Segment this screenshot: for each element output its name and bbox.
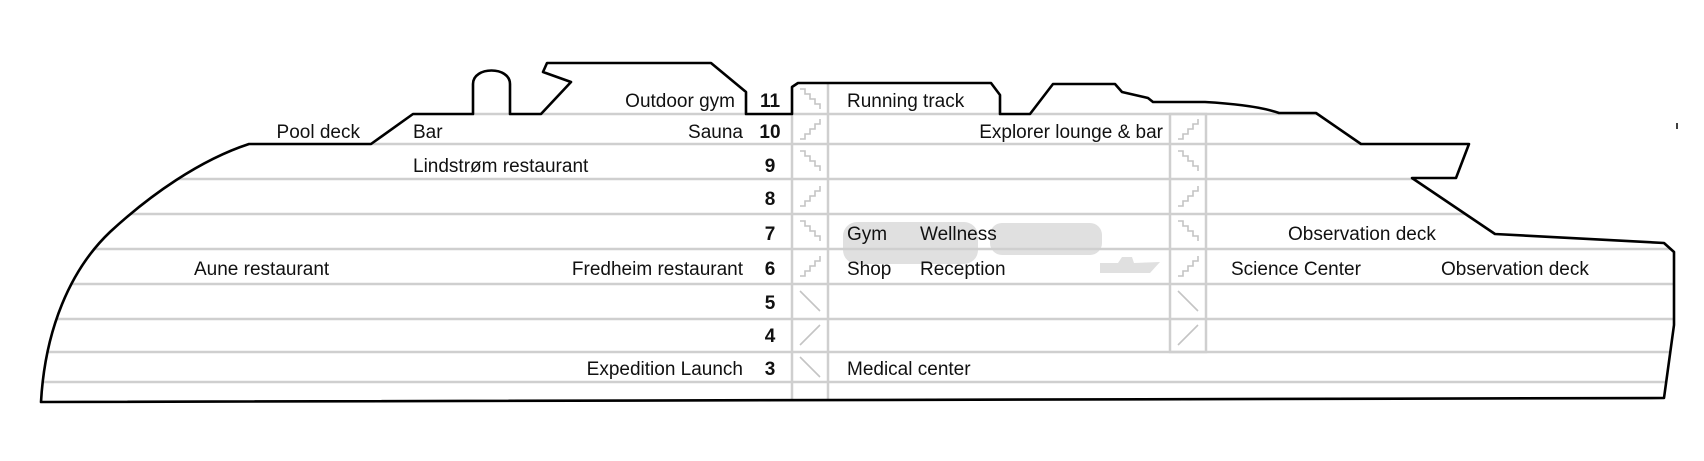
stairs-down-icon: [1178, 220, 1199, 241]
label-gym: Gym: [847, 224, 887, 245]
deck-number: 11: [760, 91, 781, 112]
label-wellness: Wellness: [920, 224, 997, 245]
tender-boat-shape: [1100, 257, 1160, 273]
lifeboat-shape: [843, 222, 978, 264]
label-observation-deck-7: Observation deck: [1288, 224, 1436, 245]
label-aune-restaurant: Aune restaurant: [194, 259, 330, 280]
label-observation-deck-6: Observation deck: [1441, 259, 1589, 280]
stairs-up-icon: [800, 119, 821, 140]
ramp-down-icon: [1177, 290, 1199, 312]
label-sauna: Sauna: [688, 122, 743, 143]
stairs-down-icon: [800, 220, 821, 241]
deck-number: 6: [765, 259, 776, 280]
lifeboat-shape: [990, 223, 1102, 255]
label-lindstrom-restaurant: Lindstrøm restaurant: [413, 156, 589, 177]
stairs-up-icon: [1178, 186, 1199, 207]
label-explorer-lounge: Explorer lounge & bar: [979, 122, 1163, 143]
deck-number: 4: [765, 326, 776, 347]
venue-labels: Pool deck Outdoor gym Bar Sauna Lindstrø…: [194, 91, 1589, 380]
stairs-up-icon: [800, 256, 821, 277]
label-shop: Shop: [847, 259, 891, 280]
ramp-down-icon: [799, 356, 821, 378]
stairs-down-icon: [800, 150, 821, 171]
hull-outline: [39, 61, 1676, 404]
lifeboats: [843, 222, 1160, 273]
stairs-up-icon: [1178, 119, 1199, 140]
stairwell-icons: [799, 88, 1199, 378]
label-expedition-launch: Expedition Launch: [587, 359, 743, 380]
label-science-center: Science Center: [1231, 259, 1362, 280]
label-outdoor-gym: Outdoor gym: [625, 91, 735, 112]
stairs-up-icon: [1178, 256, 1199, 277]
label-running-track: Running track: [847, 91, 965, 112]
aft-stairwell: [1168, 112, 1208, 354]
ramp-down-icon: [799, 290, 821, 312]
deck-number: 8: [765, 189, 776, 210]
stairs-down-icon: [1178, 150, 1199, 171]
label-fredheim-restaurant: Fredheim restaurant: [572, 259, 744, 280]
stairs-down-icon: [800, 88, 821, 109]
ramp-up-icon: [1177, 324, 1199, 346]
deck-number: 10: [759, 122, 780, 143]
deck-number: 5: [765, 293, 776, 314]
deck-number: 3: [765, 359, 776, 380]
stairs-up-icon: [800, 186, 821, 207]
deck-number: 7: [765, 224, 776, 245]
ramp-up-icon: [799, 324, 821, 346]
deck-numbers: 11 10 9 8 7 6 5 4 3: [759, 91, 780, 380]
label-pool-deck: Pool deck: [277, 122, 361, 143]
label-reception: Reception: [920, 259, 1006, 280]
label-medical-center: Medical center: [847, 359, 971, 380]
label-bar: Bar: [413, 122, 443, 143]
deck-number: 9: [765, 156, 776, 177]
